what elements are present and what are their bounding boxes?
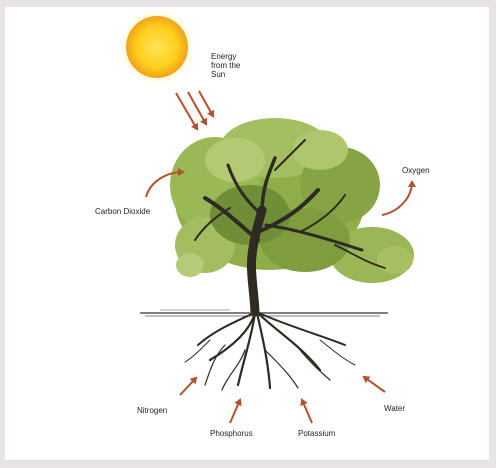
sunlight-arrows <box>176 91 213 129</box>
oxygen-arrow <box>382 182 412 215</box>
nitrogen-label: Nitrogen <box>137 406 167 415</box>
water-label: Water <box>384 404 405 413</box>
carbon-dioxide-label: Carbon Dioxide <box>95 207 150 216</box>
oxygen-label: Oxygen <box>402 166 430 175</box>
phosphorus-label: Phosphorus <box>210 429 253 438</box>
potassium-arrow <box>302 400 312 423</box>
water-arrow <box>364 377 385 392</box>
nitrogen-arrow <box>180 378 196 395</box>
potassium-label: Potassium <box>298 429 335 438</box>
phosphorus-arrow <box>230 400 240 423</box>
energy-label: Energy from the Sun <box>211 52 240 79</box>
tree-roots <box>185 313 355 390</box>
sun-icon <box>119 9 195 85</box>
